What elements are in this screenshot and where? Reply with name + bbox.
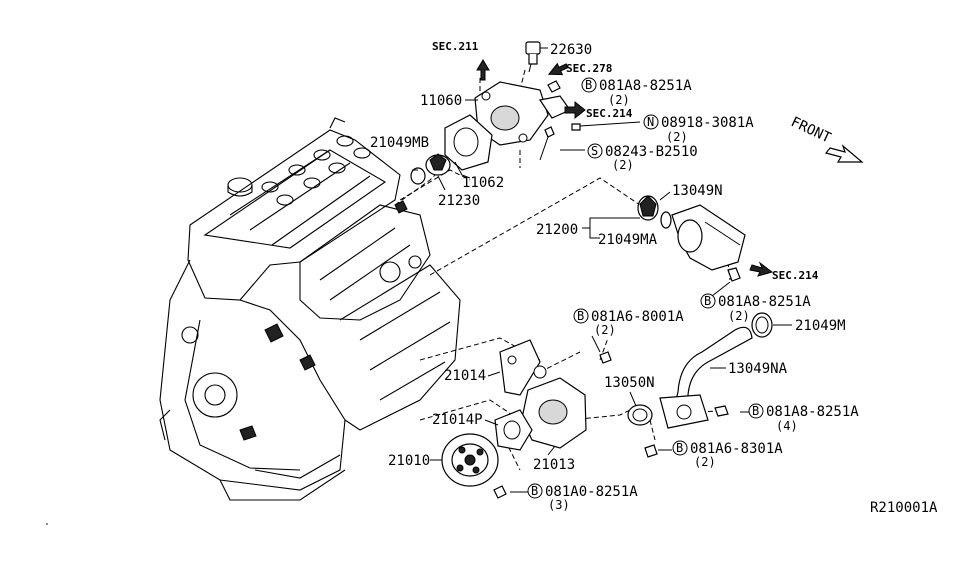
part-label-11060: 11060	[420, 93, 462, 109]
water-outlet-assembly	[410, 41, 581, 185]
fastener-prefix: B	[531, 484, 538, 498]
part-label-13050N: 13050N	[604, 375, 655, 391]
fastener-number: 081A6-8301A	[690, 441, 783, 457]
fastener-prefix: N	[647, 115, 654, 129]
fastener-qty: (2)	[666, 130, 688, 144]
fastener-number: 081A8-8251A	[718, 294, 811, 310]
fastener-number: 081A6-8001A	[591, 309, 684, 325]
fastener-f8: B 081A0-8251A (3)	[527, 483, 638, 512]
front-label: FRONT	[788, 114, 833, 147]
fastener-qty: (4)	[776, 419, 798, 433]
fastener-prefix: B	[585, 78, 592, 92]
fastener-qty: (2)	[728, 309, 750, 323]
fastener-prefix: B	[676, 441, 683, 455]
fastener-number: 081A8-8251A	[766, 404, 859, 420]
part-label-22630: 22630	[550, 42, 592, 58]
part-label-21200: 21200	[536, 222, 578, 238]
fastener-qty: (2)	[608, 93, 630, 107]
fastener-prefix: B	[752, 404, 759, 418]
part-label-13049NA: 13049NA	[728, 361, 788, 377]
stray-dot	[46, 523, 48, 525]
section-ref-214-lower: SEC.214	[772, 269, 819, 282]
fastener-prefix: S	[591, 144, 598, 158]
fastener-f4: B 081A8-8251A (2)	[700, 293, 811, 323]
fastener-qty: (2)	[612, 158, 634, 172]
fastener-prefix: B	[704, 294, 711, 308]
fastener-f7: B 081A6-8301A (2)	[672, 440, 783, 469]
section-arrows	[476, 59, 774, 277]
fastener-number: 081A8-8251A	[599, 78, 692, 94]
fastener-number: 08918-3081A	[661, 115, 754, 131]
part-label-13049N: 13049N	[672, 183, 723, 199]
leader-lines	[412, 47, 792, 493]
fastener-f3: S 08243-B2510 (2)	[587, 143, 698, 172]
part-label-21013: 21013	[533, 457, 575, 473]
part-label-21049MB: 21049MB	[370, 135, 429, 151]
fastener-f5: B 081A6-8001A (2)	[573, 308, 684, 337]
fastener-qty: (2)	[694, 455, 716, 469]
part-label-11062: 11062	[462, 175, 504, 191]
engine-block-illustration	[159, 117, 461, 501]
section-ref-214-upper: SEC.214	[586, 107, 633, 120]
part-label-21010: 21010	[388, 453, 430, 469]
fastener-qty: (2)	[594, 323, 616, 337]
part-label-21014P: 21014P	[432, 412, 483, 428]
part-label-21049MA: 21049MA	[598, 232, 658, 248]
part-label-21049M: 21049M	[795, 318, 846, 334]
fastener-f1: B 081A8-8251A (2)	[581, 77, 692, 107]
water-pump-assembly	[441, 339, 658, 499]
fastener-qty: (3)	[548, 498, 570, 512]
front-direction-arrow	[824, 144, 864, 163]
fastener-f2: N 08918-3081A (2)	[643, 114, 754, 144]
fastener-number: 081A0-8251A	[545, 484, 638, 500]
part-label-21014: 21014	[444, 368, 486, 384]
fastener-f6: B 081A8-8251A (4)	[748, 403, 859, 433]
thermostat-housing-assembly	[637, 195, 773, 338]
part-label-21230: 21230	[438, 193, 480, 209]
water-pipe-assembly	[627, 326, 753, 429]
section-ref-278: SEC.278	[566, 62, 612, 75]
fastener-prefix: B	[577, 309, 584, 323]
section-ref-211: SEC.211	[432, 40, 479, 53]
fastener-number: 08243-B2510	[605, 144, 698, 160]
diagram-reference-code: R210001A	[870, 500, 938, 516]
